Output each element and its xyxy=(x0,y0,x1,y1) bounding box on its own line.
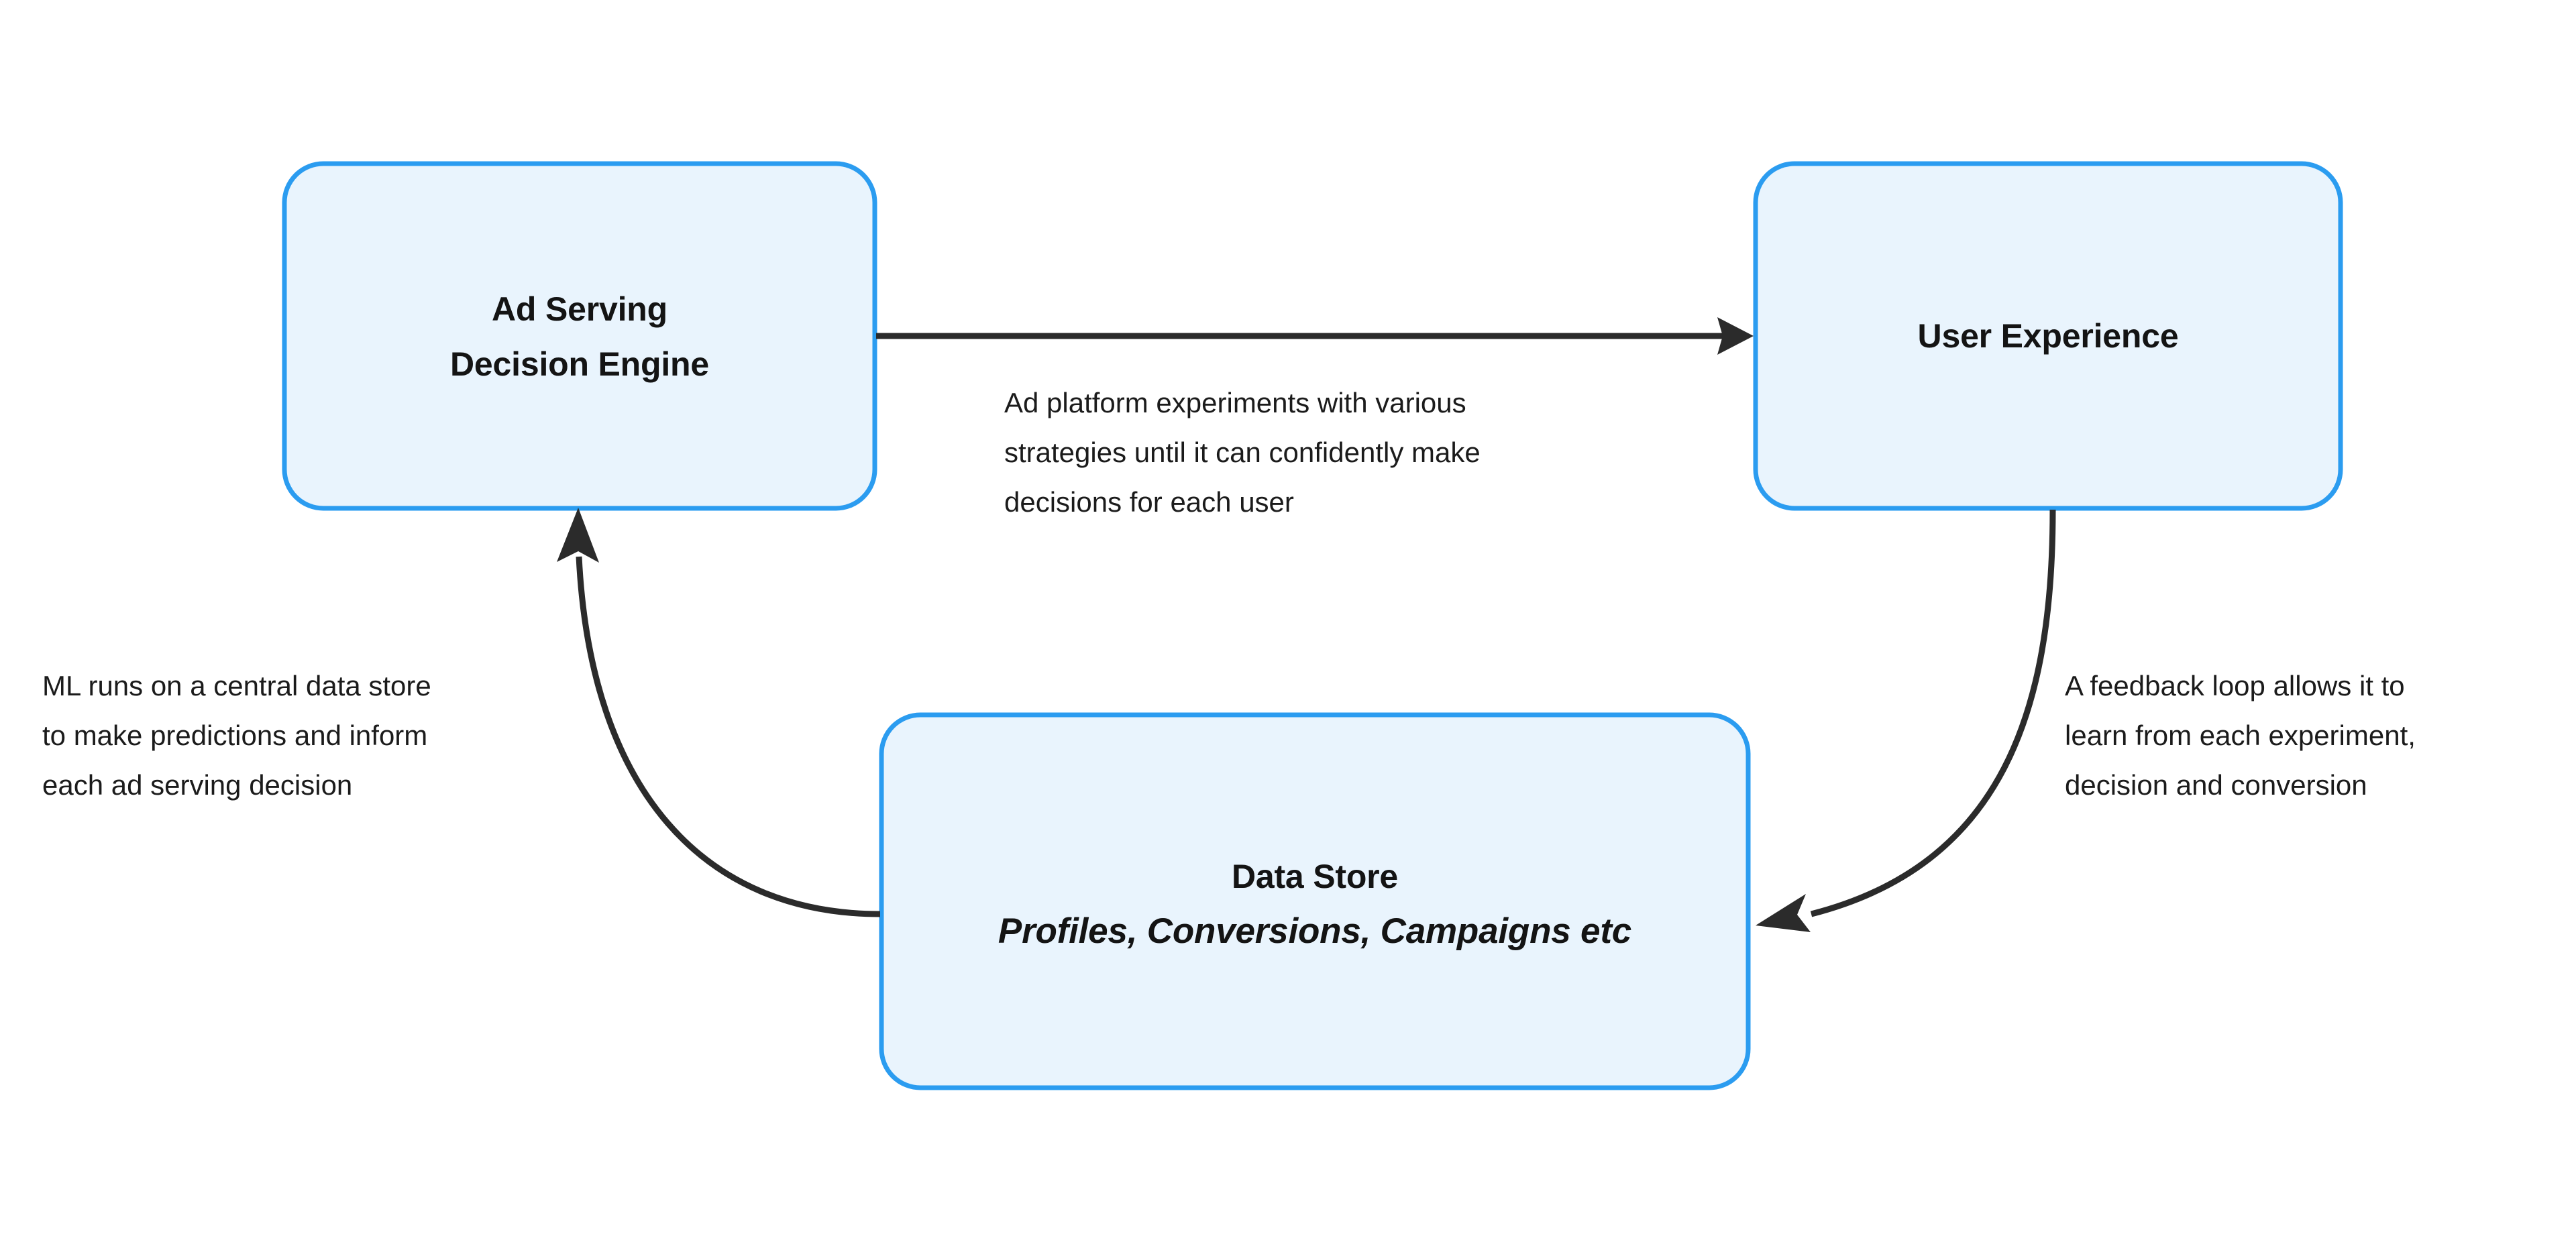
edge-engine-to-experience xyxy=(876,317,1754,355)
node-user-experience[interactable] xyxy=(1753,161,2343,511)
edge-label-experience-to-datastore: A feedback loop allows it to learn from … xyxy=(2065,670,2416,801)
edge-experience-to-datastore-arrowhead xyxy=(1756,894,1811,932)
node-ad-serving-decision-engine[interactable] xyxy=(282,161,877,511)
edge-experience-to-datastore xyxy=(1756,509,2056,932)
edge-label-datastore-to-engine: ML runs on a central data store to make … xyxy=(42,670,431,801)
edge-datastore-to-engine-arrowhead xyxy=(557,508,599,563)
edge-engine-to-experience-arrowhead xyxy=(1717,317,1754,355)
edge-experience-to-datastore-line xyxy=(1810,509,2056,917)
node-data-store[interactable] xyxy=(879,712,1751,1090)
edge-label-engine-to-experience: Ad platform experiments with various str… xyxy=(1004,387,1481,518)
edge-datastore-to-engine xyxy=(557,508,881,917)
edge-datastore-to-engine-line xyxy=(576,556,881,917)
